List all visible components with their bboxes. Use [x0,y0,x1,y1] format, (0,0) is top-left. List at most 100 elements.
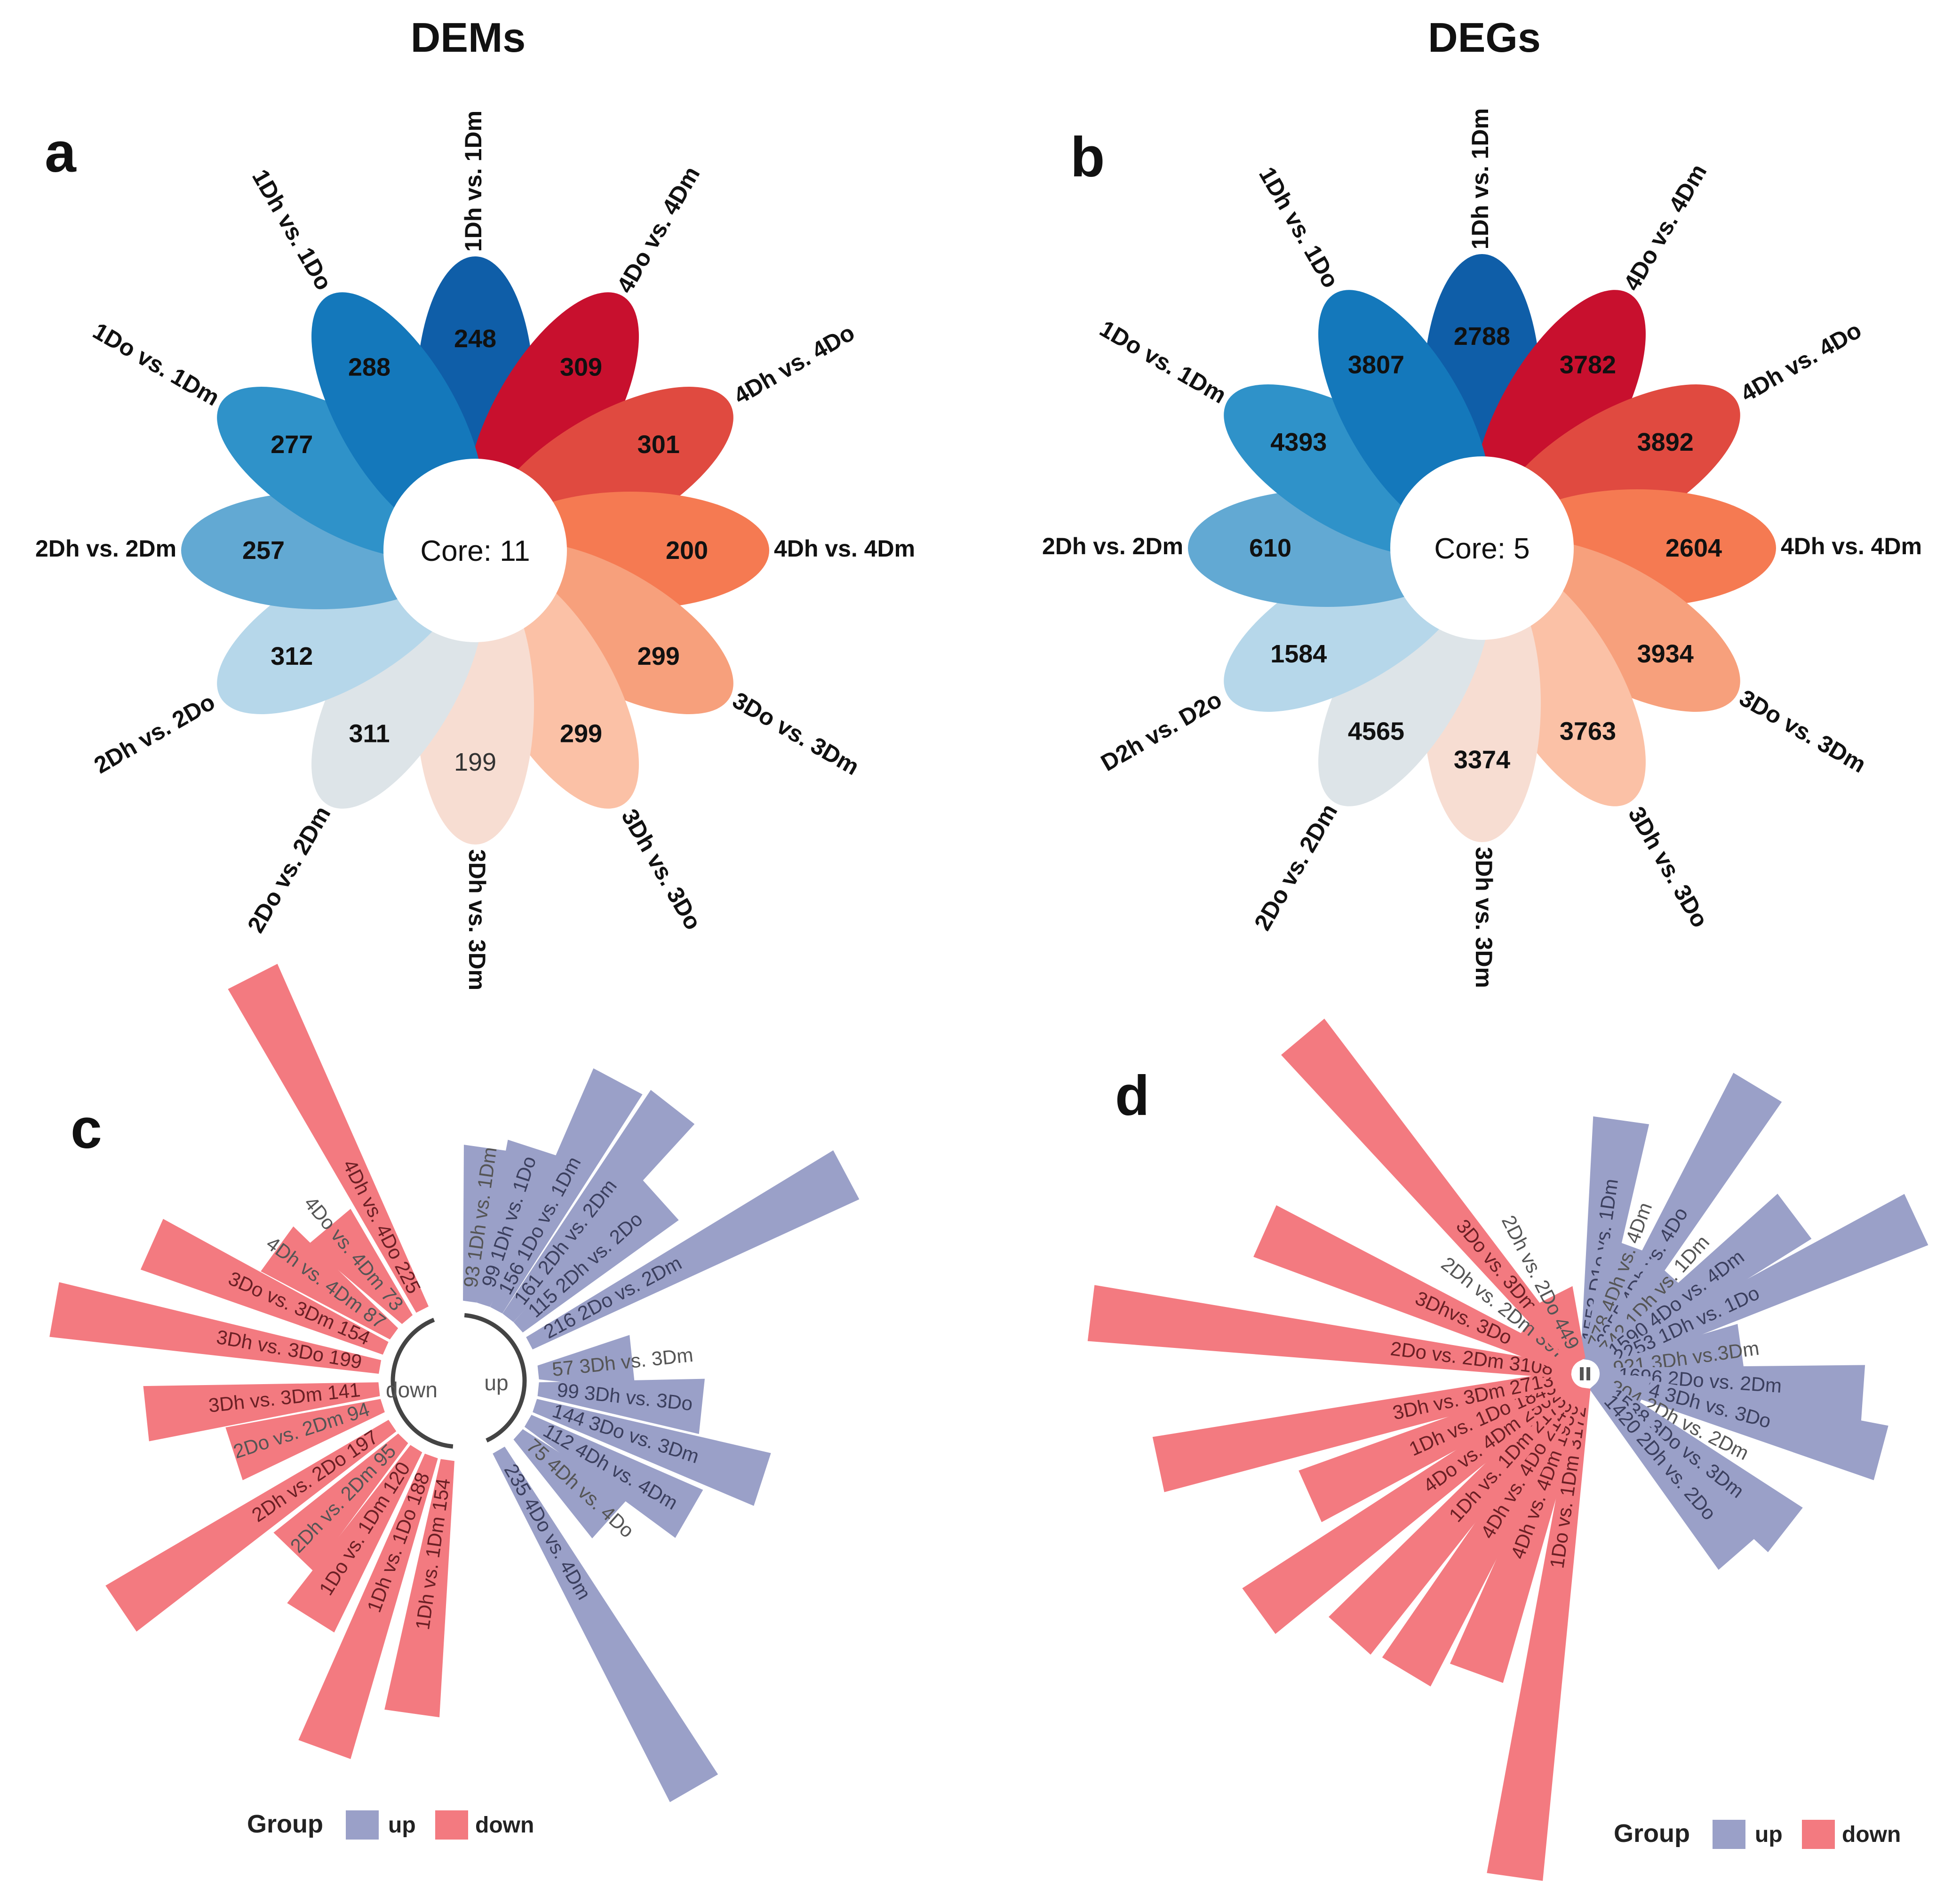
title-dems: DEMs [411,14,526,61]
a-petal-label-0: 1Dh vs. 1Dm [460,111,486,252]
b-petal-value-9: 610 [1249,534,1291,562]
d-bar-17 [1299,1373,1576,1522]
b-petal-value-10: 4393 [1270,428,1327,456]
a-petal-value-8: 312 [271,642,313,670]
a-petal-value-6: 199 [454,748,496,776]
b-petal-value-6: 3374 [1454,746,1510,774]
legend-c-up-swatch [346,1810,379,1840]
d-bar-11 [1589,1379,1761,1570]
d-bar-5 [1595,1194,1928,1374]
d-bar-12 [1487,1386,1591,1881]
b-petal-label-6: 3Dh vs. 3Dm [1471,847,1497,988]
d-bar-15 [1329,1379,1582,1655]
d-bar-7 [1599,1365,1865,1422]
panel-letter-c: c [71,1097,102,1160]
d-bar-19 [1087,1285,1573,1379]
c-bar-6 [537,1335,636,1390]
d-bar-16 [1242,1376,1578,1634]
legend-c-up-label: up [388,1813,416,1838]
legend-c-down-label: down [475,1813,534,1838]
legend-c-down-swatch [435,1810,468,1840]
c-bar-19 [49,1282,382,1374]
a-petal-label-6: 3Dh vs. 3Dm [464,849,490,990]
c-bar-15 [273,1434,408,1571]
a-petal-label-9: 2Dh vs. 2Dm [35,535,176,562]
c-bar-16 [105,1419,397,1632]
legend-d-up-label: up [1755,1822,1783,1847]
c-bar-11 [493,1446,718,1802]
legend-d-up-swatch [1713,1820,1745,1849]
c-up-arc [464,1313,527,1442]
d-bar-13 [1450,1385,1587,1683]
c-bar-3 [502,1090,695,1322]
c-bar-14 [287,1445,422,1633]
a-petal-value-9: 257 [242,536,285,565]
b-petal-value-11: 3807 [1348,351,1404,379]
legend-c-title: Group [247,1810,323,1838]
c-bar-18 [143,1382,380,1442]
c-bar-8 [533,1399,771,1506]
a-petal-value-5: 299 [560,720,602,748]
b-core-label: Core: 5 [1434,533,1530,565]
b-petal-value-1: 3782 [1560,351,1616,379]
legend-d-down-label: down [1842,1822,1901,1847]
a-petal-value-11: 288 [348,353,390,381]
d-bar-6 [1598,1323,1745,1380]
legend-d: Group up down [1614,1819,1901,1849]
b-petal-label-3: 4Dh vs. 4Dm [1781,533,1922,559]
c-bar-22 [308,1209,413,1324]
c-down-word: down [386,1378,438,1402]
b-petal-value-8: 1584 [1270,640,1327,668]
b-petal-value-5: 3763 [1560,717,1616,746]
d-bar-10 [1592,1377,1803,1553]
d-bar-4 [1592,1194,1812,1371]
b-petal-value-0: 2788 [1454,322,1510,351]
a-petal-value-4: 299 [637,642,680,670]
c-bar-21 [261,1226,398,1340]
c-up-word: up [484,1370,508,1395]
a-petal-value-7: 311 [349,720,390,748]
d-bar-14 [1382,1382,1585,1687]
c-bar-12 [384,1459,454,1718]
c-bar-4 [513,1179,679,1333]
d-bar-18 [1152,1370,1573,1492]
legend-c: Group up down [247,1810,534,1840]
a-petal-value-3: 200 [666,536,708,565]
d-bar-8 [1597,1370,1888,1481]
a-petal-value-2: 301 [637,430,680,459]
b-petal-label-0: 1Dh vs. 1Dm [1467,108,1493,249]
b-petal-label-9: 2Dh vs. 2Dm [1042,533,1183,559]
c-bar-1 [477,1139,561,1307]
c-bar-13 [298,1453,438,1759]
a-core-label: Core: 11 [420,535,530,567]
panel-letter-d: d [1115,1064,1149,1127]
a-petal-value-1: 309 [560,353,602,381]
a-petal-label-3: 4Dh vs. 4Dm [774,535,915,562]
a-core-circle [383,459,567,642]
c-bar-7 [537,1378,705,1434]
d-bar-22 [1281,1019,1582,1368]
d-bar-23 [1522,1286,1586,1365]
a-petal-value-0: 248 [454,325,496,353]
d-bar-20 [1253,1205,1576,1375]
title-degs: DEGs [1428,14,1541,61]
legend-d-title: Group [1614,1819,1690,1848]
c-bar-23 [228,964,429,1313]
c-bar-17 [225,1399,385,1481]
c-bar-9 [524,1415,703,1538]
d-center-tick-2 [1586,1367,1590,1380]
b-petal-value-7: 4565 [1348,717,1404,746]
panel-letter-b: b [1070,126,1105,189]
d-center-tick-1 [1580,1367,1584,1380]
c-bar-20 [140,1219,389,1355]
b-petal-value-2: 3892 [1637,428,1694,456]
c-bar-2 [490,1068,643,1314]
a-petal-value-10: 277 [271,430,313,459]
legend-d-down-swatch [1802,1820,1835,1849]
c-bar-10 [513,1429,629,1538]
panel-letter-a: a [45,121,77,184]
b-core-circle [1390,456,1574,640]
